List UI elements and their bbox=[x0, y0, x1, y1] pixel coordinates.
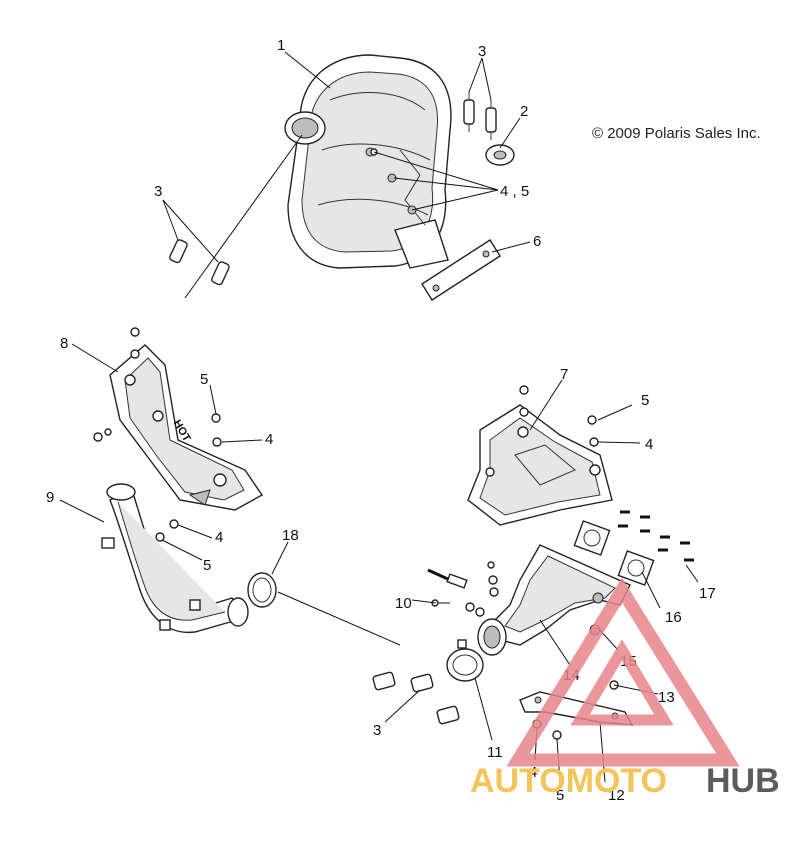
callout-10: 10 bbox=[395, 595, 412, 612]
callout-3-bottom: 3 bbox=[373, 722, 381, 739]
callout-5-shield-right: 5 bbox=[641, 392, 649, 409]
heat-shield-part: HOT bbox=[109, 344, 264, 511]
oxygen-sensor-part bbox=[427, 568, 468, 607]
copyright-notice: © 2009 Polaris Sales Inc. bbox=[592, 125, 761, 142]
washer-stack bbox=[465, 561, 499, 617]
bracket-part bbox=[421, 239, 501, 301]
callout-16: 16 bbox=[665, 609, 682, 626]
leader-lines bbox=[59, 51, 699, 783]
callout-12: 12 bbox=[608, 787, 625, 804]
stud-group bbox=[618, 510, 694, 562]
watermark-text-automoto: AUTOMOTO bbox=[470, 762, 667, 800]
isolator-mount-group-top bbox=[463, 92, 497, 140]
callout-3-top: 3 bbox=[478, 43, 486, 60]
callout-6: 6 bbox=[533, 233, 541, 250]
clamp-part bbox=[446, 639, 484, 682]
grommet-part bbox=[485, 144, 515, 166]
callout-5-pipe: 5 bbox=[203, 557, 211, 574]
callout-18: 18 bbox=[282, 527, 299, 544]
isolator-mount-group-bottom bbox=[372, 671, 460, 725]
left-fasteners bbox=[93, 327, 222, 542]
callout-4-5-top: 4 , 5 bbox=[500, 183, 529, 200]
callout-4-shield-right: 4 bbox=[645, 436, 653, 453]
shield-fasteners bbox=[370, 148, 599, 447]
callout-4-bottom: 4 bbox=[529, 764, 537, 781]
gasket-ring-part bbox=[247, 572, 277, 608]
callout-11: 11 bbox=[487, 744, 503, 761]
callout-9: 9 bbox=[46, 489, 54, 506]
callout-7: 7 bbox=[560, 366, 568, 383]
manifold-heat-shield-part bbox=[467, 404, 613, 526]
muffler-part bbox=[284, 54, 452, 269]
callout-2: 2 bbox=[520, 103, 528, 120]
callout-3-left: 3 bbox=[154, 183, 162, 200]
watermark-logo: AUTOMOTO HUB bbox=[470, 577, 780, 800]
header-pipe-part bbox=[101, 483, 249, 634]
callout-8: 8 bbox=[60, 335, 68, 352]
callout-4-pipe: 4 bbox=[215, 529, 223, 546]
watermark-text-hub: HUB bbox=[706, 762, 780, 800]
callout-17: 17 bbox=[699, 585, 716, 602]
callout-5-shield-left: 5 bbox=[200, 371, 208, 388]
callout-13: 13 bbox=[658, 689, 675, 706]
callout-1: 1 bbox=[277, 37, 285, 54]
isolator-mount-group-left bbox=[169, 239, 230, 286]
callout-5-bottom: 5 bbox=[556, 787, 564, 804]
callout-4-shield-left: 4 bbox=[265, 431, 273, 448]
